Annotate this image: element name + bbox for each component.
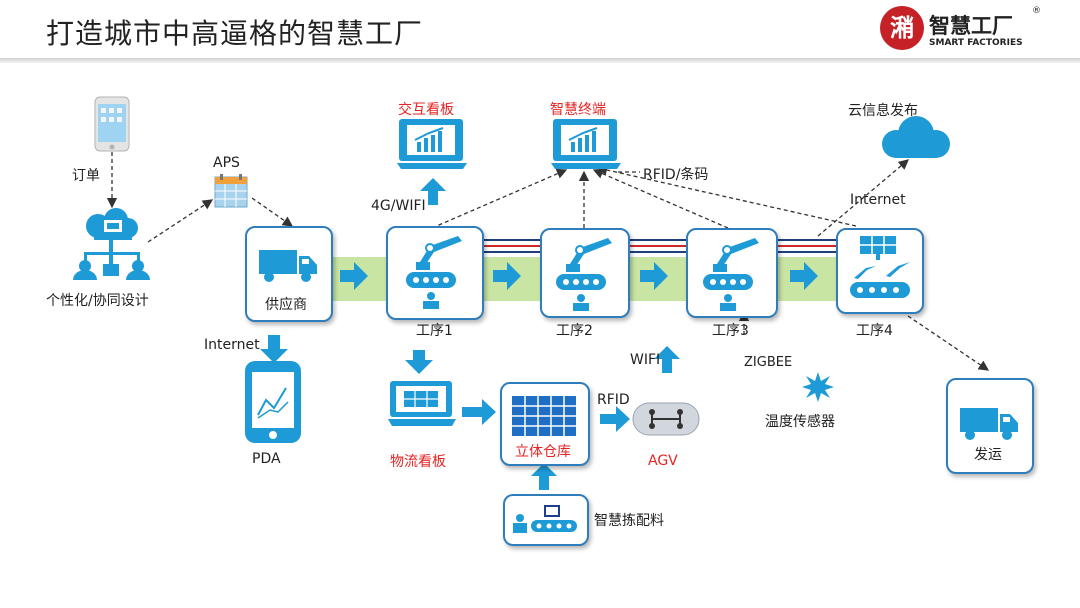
personalized-design-label: 个性化/协同设计 (46, 293, 149, 309)
process-link-lines (482, 239, 836, 253)
order-label: 订单 (72, 168, 100, 184)
agv-icon[interactable] (632, 402, 700, 436)
logistics-board-label: 物流看板 (390, 454, 446, 470)
storage-rack-icon (512, 396, 576, 436)
link-zigbee-label: ZIGBEE (744, 355, 793, 370)
page-title: 打造城市中高逼格的智慧工厂 (46, 17, 424, 50)
transfer-arrows (260, 178, 680, 490)
flow-arrow (790, 262, 818, 290)
logo-registered-mark: ® (1032, 6, 1041, 16)
warehouse-label: 立体仓库 (515, 444, 571, 460)
solar-panel-conveyor-icon (850, 236, 910, 298)
smart-picking-label: 智慧拣配料 (594, 513, 664, 529)
up-arrow-from-picking (531, 463, 557, 490)
flow-arrows (340, 262, 818, 290)
calendar-icon (214, 174, 248, 208)
smart-terminal-monitor-icon[interactable] (551, 118, 621, 170)
link-4g-wifi-label: 4G/WIFI (371, 198, 426, 214)
dashed-links (106, 152, 990, 371)
aps-label: APS (213, 155, 240, 171)
supplier-label: 供应商 (265, 297, 307, 313)
smart-terminal-label: 智慧终端 (550, 102, 606, 118)
flow-arrow (640, 262, 668, 290)
process-3-tile[interactable] (686, 228, 778, 318)
robot-arm-icon (556, 238, 612, 311)
process-3-label: 工序3 (712, 323, 749, 339)
supplier-tile[interactable]: 供应商 (245, 226, 333, 322)
truck-icon (960, 408, 1018, 440)
pda-label: PDA (252, 451, 281, 467)
shipping-tile[interactable]: 发运 (946, 378, 1034, 474)
link-rfid-label: RFID (597, 392, 630, 408)
flow-arrow (340, 262, 368, 290)
cloud-icon (882, 116, 950, 158)
down-arrow-to-logistics (405, 350, 433, 374)
link-wifi-label: WIFI (630, 352, 661, 368)
up-arrow-wifi (654, 346, 680, 373)
flow-arrow (493, 262, 521, 290)
cloud-publish-label: 云信息发布 (848, 103, 918, 119)
sensor-burst-icon (802, 372, 834, 402)
link-internet-pda-label: Internet (204, 337, 260, 353)
logo-subtitle: SMART FACTORIES (929, 38, 1023, 48)
collaborative-design-icon (73, 208, 150, 280)
pda-tablet-icon[interactable] (244, 360, 302, 444)
interactive-board-label: 交互看板 (398, 102, 454, 118)
picking-station-icon (513, 505, 577, 533)
process-1-label: 工序1 (416, 323, 453, 339)
down-arrow-to-pda (260, 335, 288, 363)
robot-arm-icon (406, 236, 462, 309)
process-1-tile[interactable] (386, 226, 484, 320)
arrow-to-agv (600, 406, 630, 432)
agv-label: AGV (648, 453, 678, 469)
smartphone-icon (94, 96, 130, 152)
process-2-tile[interactable] (540, 228, 630, 318)
robot-arm-icon (703, 238, 759, 311)
link-internet-cloud-label: Internet (850, 192, 906, 208)
temp-sensor-label: 温度传感器 (765, 414, 835, 430)
shipping-label: 发运 (974, 447, 1002, 463)
truck-icon (259, 250, 317, 282)
interactive-board-monitor-icon[interactable] (397, 118, 467, 170)
process-4-tile[interactable] (836, 228, 924, 314)
header-divider (0, 58, 1080, 63)
process-4-label: 工序4 (856, 323, 893, 339)
logistics-board-monitor-icon[interactable] (388, 380, 456, 428)
process-2-label: 工序2 (556, 323, 593, 339)
arrow-to-warehouse (462, 399, 496, 425)
logo-name: 智慧工厂 (929, 14, 1013, 38)
logo-mark: 潲 (880, 6, 924, 50)
smart-picking-tile[interactable] (503, 494, 589, 546)
warehouse-tile[interactable]: 立体仓库 (500, 382, 590, 466)
link-rfid-barcode-label: RFID/条码 (643, 167, 709, 183)
up-arrow-to-board (420, 178, 446, 205)
